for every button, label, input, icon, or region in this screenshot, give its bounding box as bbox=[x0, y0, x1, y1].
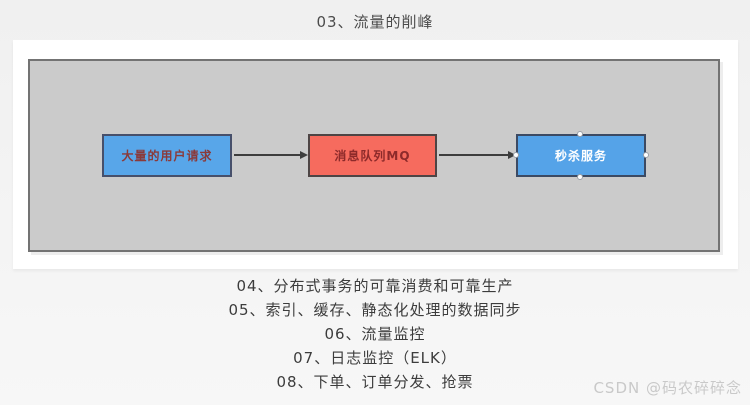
arrow-line bbox=[439, 154, 508, 156]
note-line: 07、日志监控（ELK） bbox=[293, 349, 457, 367]
note-line: 08、下单、订单分发、抢票 bbox=[276, 373, 474, 391]
node-message-queue[interactable]: 消息队列MQ bbox=[308, 134, 437, 177]
note-line: 04、分布式事务的可靠消费和可靠生产 bbox=[236, 277, 514, 295]
node-user-requests-label: 大量的用户请求 bbox=[121, 149, 213, 163]
page-title: 03、流量的削峰 bbox=[316, 13, 434, 31]
notes-list: 04、分布式事务的可靠消费和可靠生产 05、索引、缓存、静态化处理的数据同步 0… bbox=[0, 274, 750, 394]
selection-handle-top[interactable] bbox=[577, 131, 583, 137]
node-seckill-service[interactable]: 秒杀服务 bbox=[513, 131, 649, 180]
arrow-head-icon bbox=[300, 151, 308, 159]
note-line: 06、流量监控 bbox=[324, 325, 426, 343]
arrow-head-icon bbox=[508, 151, 516, 159]
node-message-queue-label: 消息队列MQ bbox=[334, 149, 411, 163]
arrow-users-to-mq bbox=[234, 150, 308, 160]
selection-handle-right[interactable] bbox=[643, 151, 649, 158]
selection-handle-bottom[interactable] bbox=[577, 174, 583, 180]
node-seckill-service-label: 秒杀服务 bbox=[554, 149, 607, 163]
arrow-mq-to-seckill bbox=[439, 150, 516, 160]
node-user-requests[interactable]: 大量的用户请求 bbox=[102, 134, 232, 177]
selection-handle-left[interactable] bbox=[513, 151, 519, 158]
watermark: CSDN @码农碎碎念 bbox=[593, 379, 742, 397]
note-line: 05、索引、缓存、静态化处理的数据同步 bbox=[228, 301, 522, 319]
arrow-line bbox=[234, 154, 300, 156]
